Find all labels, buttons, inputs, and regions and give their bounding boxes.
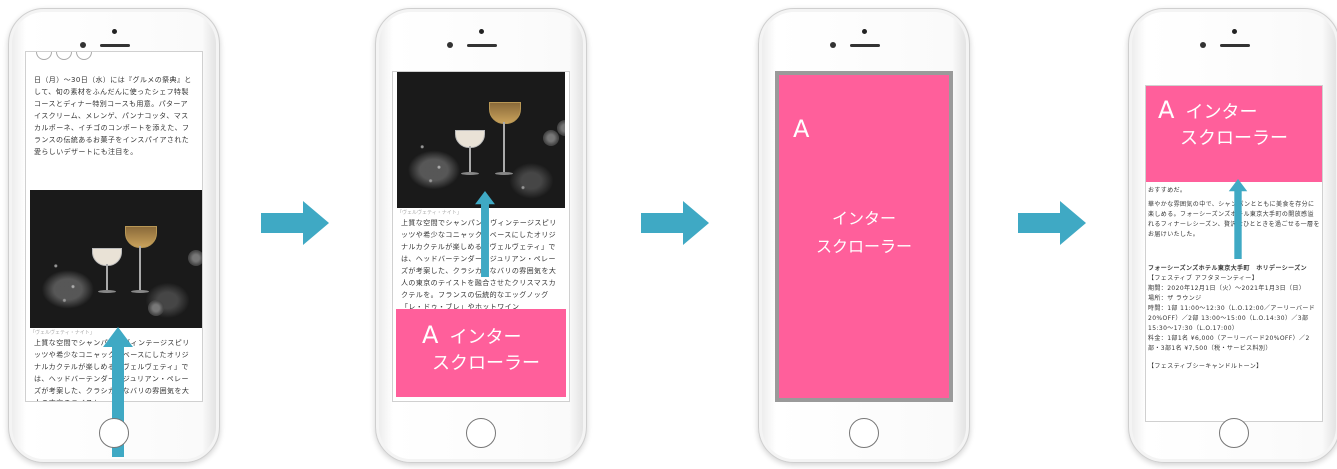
ad-letter: A [1158,96,1175,124]
up-arrow-icon [475,191,495,277]
glass-foot [98,290,116,293]
venue-heading: フォーシーズンズホテル東京大手町 ホリデーシーズン [1148,265,1308,272]
right-arrow-icon [1018,201,1086,245]
ad-letter: A [793,115,810,143]
earpiece-speaker [1220,44,1250,47]
cocktail-photo [397,72,565,208]
ad-title-line2: スクローラー [432,353,540,374]
article-paragraph: 華やかな雰囲気の中で、シャンパンとともに美食を存分に楽しめる。フォーシーズンズホ… [1148,201,1320,238]
glass-stem [503,122,505,172]
circle-icon [76,52,92,60]
earpiece-speaker [467,44,497,47]
event-place: 場所：ザ ラウンジ [1148,295,1202,302]
pinecone-icon [543,130,559,146]
glass-foot [131,290,149,293]
circle-icon [56,52,72,60]
pinecone-icon [188,250,202,266]
ad-title-line1: インター [449,327,522,348]
event-price: 料金：1部1名 ¥6,000（アーリーバード20%OFF）／2部・3部1名 ¥7… [1148,335,1310,352]
glass-stem [469,146,471,172]
section-heading: 【フェスティブシーキャンドルトーン】 [1148,363,1263,370]
earpiece-speaker [850,44,880,47]
phone-screen[interactable]: 日（月）〜30日（水）には『グルメの祭典』として、旬の素材をふんだんに使ったシェ… [25,51,203,402]
article-paragraph: 日（月）〜30日（水）には『グルメの祭典』として、旬の素材をふんだんに使ったシェ… [34,76,192,156]
glass-icon [125,226,157,248]
glass-foot [461,172,479,175]
photo-caption: 「ヴェルヴェティ・ナイト」 [397,210,462,216]
interscroller-ad[interactable]: A インター スクローラー [779,75,949,398]
front-camera [1200,42,1206,48]
front-camera [830,42,836,48]
home-button[interactable] [849,418,879,448]
home-button[interactable] [1219,418,1249,448]
right-arrow-icon [261,201,329,245]
glass-stem [139,246,141,290]
phone-mockup-1: 日（月）〜30日（水）には『グルメの祭典』として、旬の素材をふんだんに使ったシェ… [8,8,220,463]
phone-screen[interactable]: A インター スクローラー おすすめだ。 華やかな雰囲気の中で、シャンパンととも… [1145,85,1323,422]
up-arrow-icon [103,327,133,457]
interscroller-ad[interactable]: A インター スクローラー [396,309,566,397]
phone-screen[interactable]: 「ヴェルヴェティ・ナイト」 上質な空間でシャンパンとヴィンテージスピリッツや希少… [392,71,570,402]
up-arrow-icon [1228,179,1248,259]
front-camera [80,42,86,48]
pinecone-icon [557,120,565,136]
right-arrow-icon [641,201,709,245]
glass-icon [489,102,521,124]
interscroller-ad[interactable]: A インター スクローラー [1146,86,1322,182]
phone-mockup-2: 「ヴェルヴェティ・ナイト」 上質な空間でシャンパンとヴィンテージスピリッツや希少… [375,8,587,463]
earpiece-speaker [100,44,130,47]
phone-mockup-4: A インター スクローラー おすすめだ。 華やかな雰囲気の中で、シャンパンととも… [1128,8,1337,463]
event-hours: 時間：1部 11:00〜12:30（L.O.12:00／アーリーバード20%OF… [1148,305,1316,332]
photo-caption: 「ヴェルヴェティ・ナイト」 [30,330,95,336]
home-button[interactable] [466,418,496,448]
phone-screen[interactable]: A インター スクローラー [775,71,953,402]
section-heading: 【フェスティブ アフタヌーンティー】 [1148,275,1259,282]
article-intro: おすすめだ。 [1148,187,1187,194]
speaker-dot [112,29,117,34]
cocktail-photo [30,190,202,328]
ad-title-line1: インター [831,209,896,228]
pinecone-icon [148,300,164,316]
phone-mockup-3: A インター スクローラー [758,8,970,463]
circle-icon [36,52,52,60]
ad-letter: A [422,321,439,349]
article-paragraph: 上質な空間でシャンパンとヴィンテージスピリッツや希少なコニャックをベースにしたオ… [401,219,557,311]
home-button[interactable] [99,418,129,448]
ad-title-line2: スクローラー [815,237,912,256]
circle-icons-row [26,52,202,74]
speaker-dot [1232,29,1237,34]
ad-title-line2: スクローラー [1180,128,1288,149]
front-camera [447,42,453,48]
ad-title-line1: インター [1185,102,1258,123]
speaker-dot [862,29,867,34]
event-period: 期間：2020年12月1日（火）〜2021年1月3日（日） [1148,285,1306,292]
glass-foot [495,172,513,175]
speaker-dot [479,29,484,34]
glass-stem [106,264,108,290]
